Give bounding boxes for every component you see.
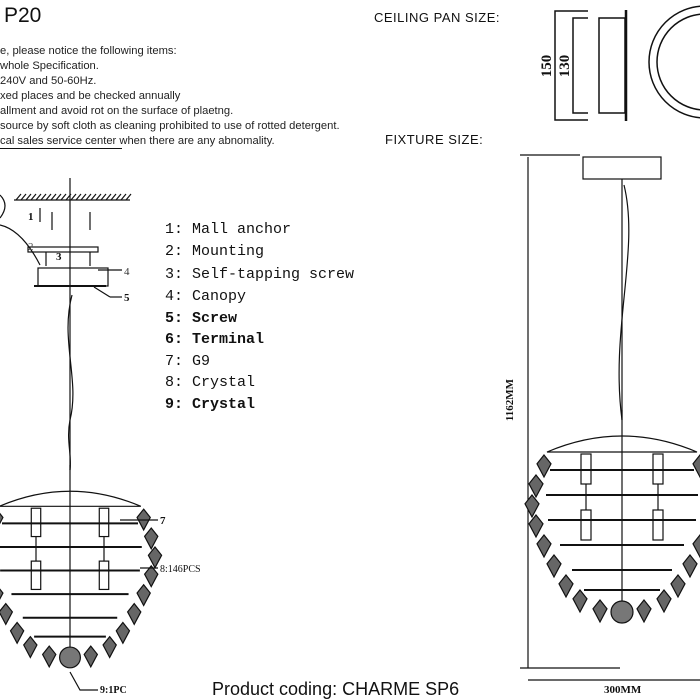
note-line: e, please notice the following items: [0,45,177,57]
crystal [126,602,142,626]
crystal [115,621,131,645]
height-dim: 1162MM [504,378,516,421]
ceiling-pan-size-label: CEILING PAN SIZE: [374,10,501,25]
part-item: 1: Mall anchor [165,221,292,238]
note-line: xed places and be checked annually [0,90,181,102]
ceiling-hatch [85,193,92,201]
width-dim: 300MM [604,684,642,696]
crystal [692,534,700,559]
crystal [0,588,4,600]
chandelier-left [0,465,163,669]
ceiling-hatch [30,193,37,201]
crystal [592,599,608,624]
ceiling-hatch [100,193,107,201]
note-underline [0,148,122,149]
part-item: 9: Crystal [165,396,256,413]
crystal [102,635,117,659]
callout-9: 9:1PC [100,685,127,696]
crystal [656,589,672,614]
callout-5: 5 [124,292,130,304]
note-line: source by soft cloth as cleaning prohibi… [0,120,340,132]
crystal [636,599,652,624]
part-item: 5: Screw [165,310,238,327]
chandelier-right [524,410,700,624]
crystal [558,574,574,599]
callout-7: 7 [160,515,166,527]
ceiling-hatch [50,193,57,201]
part-item: 3: Self-tapping screw [165,266,355,283]
note-line: 240V and 50-60Hz. [0,75,97,87]
crystal [136,583,151,607]
ceiling-hatch [15,193,22,201]
crystal [682,554,698,579]
ceiling-hatch [120,193,127,201]
fixture-size-diagram: 1162MM 300MM [504,154,700,696]
part-item: 2: Mounting [165,243,265,260]
crystal [528,474,544,499]
part-item: 8: Crystal [165,374,256,391]
product-coding: Product coding: CHARME SP6 [212,679,460,699]
callout-3: 3 [56,251,62,263]
ceiling-hatch [25,193,32,201]
g9-lamp [30,560,42,591]
callout-8: 8:146PCS [160,564,201,575]
crystal [524,494,540,519]
crystal [41,645,57,669]
ceiling-hatch [45,193,52,201]
crystal [23,635,38,659]
ceiling-hatch [70,193,77,201]
callout-1: 1 [28,211,34,223]
crystal [692,454,700,479]
callout-2: 2 [28,241,34,253]
note-line: whole Specification. [0,60,99,72]
ceiling-hatch [55,193,62,201]
canopy-dome [546,435,698,453]
ceiling-hatch [90,193,97,201]
crystal [572,589,588,614]
ceiling-pan-top-view [648,5,700,119]
crystal [536,454,552,479]
model-title: P20 [4,4,42,27]
g9-lamp [652,509,664,541]
g9-lamp [98,560,110,591]
crystal-ball [59,646,81,669]
crystal [9,621,25,645]
crystal [83,645,99,669]
part-item: 6: Terminal [165,331,265,348]
ceiling-hatch [80,193,87,201]
crystal [143,527,159,551]
ceiling-hatch [105,193,112,201]
ceiling-hatch [115,193,122,201]
part-item: 7: G9 [165,353,211,370]
crystal [670,574,686,599]
ceiling-hatch [20,193,27,201]
ceiling-pan-side-view: 150 130 [539,10,628,121]
ceiling-hatch [95,193,102,201]
ceiling-hatch [75,193,82,201]
crystal [0,602,14,626]
ceiling-hatch [125,193,132,201]
canopy-dome [0,490,142,507]
part-item: 4: Canopy [165,288,247,305]
ceiling-hatch [110,193,117,201]
installation-diagram: 1 2 3 4 5 [0,178,132,471]
g9-lamp [580,509,592,541]
note-line: allment and avoid rot on the surface of … [0,105,234,117]
pan-inner-dim: 130 [557,55,573,78]
crystal [143,564,159,588]
ceiling-hatch [60,193,67,201]
crystal [546,554,562,579]
note-line: cal sales service center when there are … [0,135,275,147]
callout-4: 4 [124,266,130,278]
fixture-size-label: FIXTURE SIZE: [385,132,484,147]
crystal [0,512,4,525]
crystal-ball [610,600,634,624]
ceiling-hatch [40,193,47,201]
crystal [528,514,544,539]
pan-outer-dim: 150 [539,55,555,78]
ceiling-hatch [35,193,42,201]
crystal [536,534,552,559]
